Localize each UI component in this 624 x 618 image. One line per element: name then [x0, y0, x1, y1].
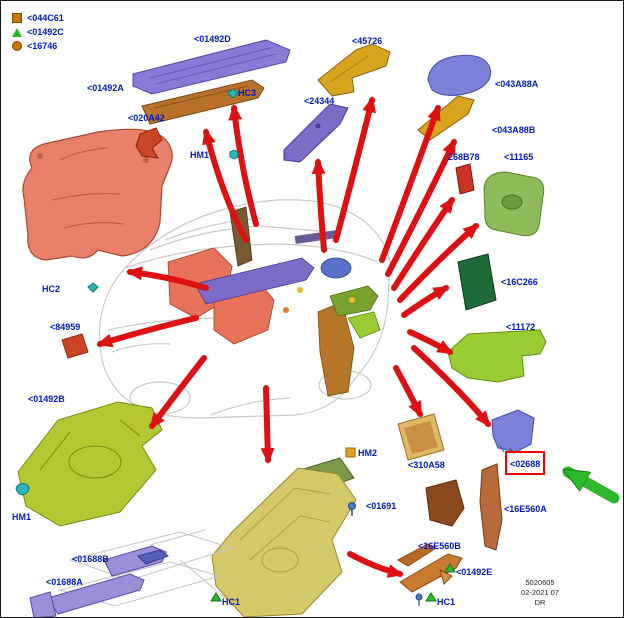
- drawing-number: 5020605: [525, 578, 555, 587]
- part-label-02688[interactable]: <02688: [510, 459, 541, 469]
- part-label-01492D[interactable]: <01492D: [194, 34, 231, 44]
- part-label-24344[interactable]: <24344: [304, 96, 335, 106]
- part-shape-01492B: [17, 401, 163, 527]
- legend-label-16746[interactable]: <16746: [27, 41, 58, 51]
- part-shape-16C266: [457, 253, 497, 311]
- part-label-HC3[interactable]: HC3: [238, 88, 257, 98]
- part-label-310A58[interactable]: <310A58: [408, 460, 445, 470]
- drawing-date: 02-2021 07: [521, 588, 559, 597]
- screw-01691-icon: [348, 502, 356, 510]
- hc3-clip-icon: [227, 88, 239, 99]
- part-label-11165[interactable]: <11165: [504, 152, 534, 162]
- part-shape-16E560A: [479, 463, 503, 551]
- part-label-HM1-left[interactable]: HM1: [12, 512, 32, 522]
- part-shape-16E560B: [425, 479, 465, 527]
- part-shape-02688: [491, 409, 535, 455]
- p01492E-triangle-icon: [444, 563, 456, 573]
- part-label-HC1-center[interactable]: HC1: [222, 597, 241, 607]
- part-shape-84959: [61, 333, 89, 359]
- part-label-020A42[interactable]: <020A42: [128, 113, 165, 123]
- part-shape-45726: [317, 43, 391, 97]
- part-label-HM1-top[interactable]: HM1: [190, 150, 210, 160]
- highlight-arrow: [568, 466, 620, 504]
- green-triangle-icon: [12, 27, 22, 37]
- screw-bottom-icon: [415, 593, 423, 601]
- part-label-HM2[interactable]: HM2: [358, 448, 378, 458]
- drawing-info: 5020605 02-2021 07 DR: [503, 578, 577, 608]
- legend-row-16746: <16746: [12, 40, 57, 52]
- legend-row-01492C: <01492C: [12, 26, 64, 38]
- part-shape-020A42: [135, 127, 163, 159]
- part-shape-01688A: [29, 573, 145, 618]
- highlight-box: <02688: [505, 451, 546, 475]
- legend-row-044C61: <044C61: [12, 12, 64, 24]
- part-label-043A88A[interactable]: <043A88A: [495, 79, 539, 89]
- part-shape-dash-panel-lower: [211, 467, 357, 618]
- hc1-right-triangle-icon: [425, 592, 437, 602]
- legend-label-01492C[interactable]: <01492C: [27, 27, 64, 37]
- hc2-clip-icon: [87, 282, 99, 293]
- part-label-16E560A[interactable]: <16E560A: [504, 504, 547, 514]
- part-shape-11165: [483, 171, 545, 237]
- part-label-HC2[interactable]: HC2: [42, 284, 61, 294]
- part-shape-043A88A: [427, 54, 492, 96]
- drawing-revision: DR: [534, 598, 546, 607]
- part-label-01492E[interactable]: <01492E: [456, 567, 493, 577]
- part-shape-310A58: [397, 413, 445, 461]
- legend-label-044C61[interactable]: <044C61: [27, 13, 64, 23]
- part-label-01492B[interactable]: <01492B: [28, 394, 65, 404]
- part-shape-268B78: [455, 163, 475, 195]
- part-label-16C266[interactable]: <16C266: [501, 277, 538, 287]
- orange-square-icon: [12, 13, 22, 23]
- leader-arrows: [96, 96, 491, 578]
- orange-circle-icon: [12, 41, 22, 51]
- part-label-01492A[interactable]: <01492A: [87, 83, 124, 93]
- part-label-84959[interactable]: <84959: [50, 322, 81, 332]
- hm2-square-icon: [345, 447, 356, 458]
- part-label-HC1-right[interactable]: HC1: [437, 597, 456, 607]
- part-shape-01492D: [132, 39, 291, 95]
- part-label-043A88B[interactable]: <043A88B: [492, 125, 536, 135]
- hc1-center-triangle-icon: [210, 592, 222, 602]
- part-label-11172[interactable]: <11172: [506, 322, 536, 332]
- fastener-symbols: [15, 88, 456, 606]
- part-shape-01492E: [396, 543, 463, 593]
- part-label-268B78[interactable]: 268B78: [448, 152, 480, 162]
- part-label-16E560B[interactable]: <16E560B: [418, 541, 461, 551]
- part-shape-01688B: [103, 545, 170, 577]
- part-label-01691[interactable]: <01691: [366, 501, 397, 511]
- part-shape-11172: [447, 329, 547, 383]
- part-label-01688A[interactable]: <01688A: [46, 577, 83, 587]
- part-shape-dash-insulator-outer: [22, 128, 173, 261]
- part-shape-24344: [283, 103, 349, 163]
- hm1-left-grommet-icon: [15, 483, 30, 496]
- part-label-45726[interactable]: <45726: [352, 36, 383, 46]
- part-label-01688B[interactable]: <01688B: [72, 554, 109, 564]
- hm1-nut-icon: [229, 149, 239, 160]
